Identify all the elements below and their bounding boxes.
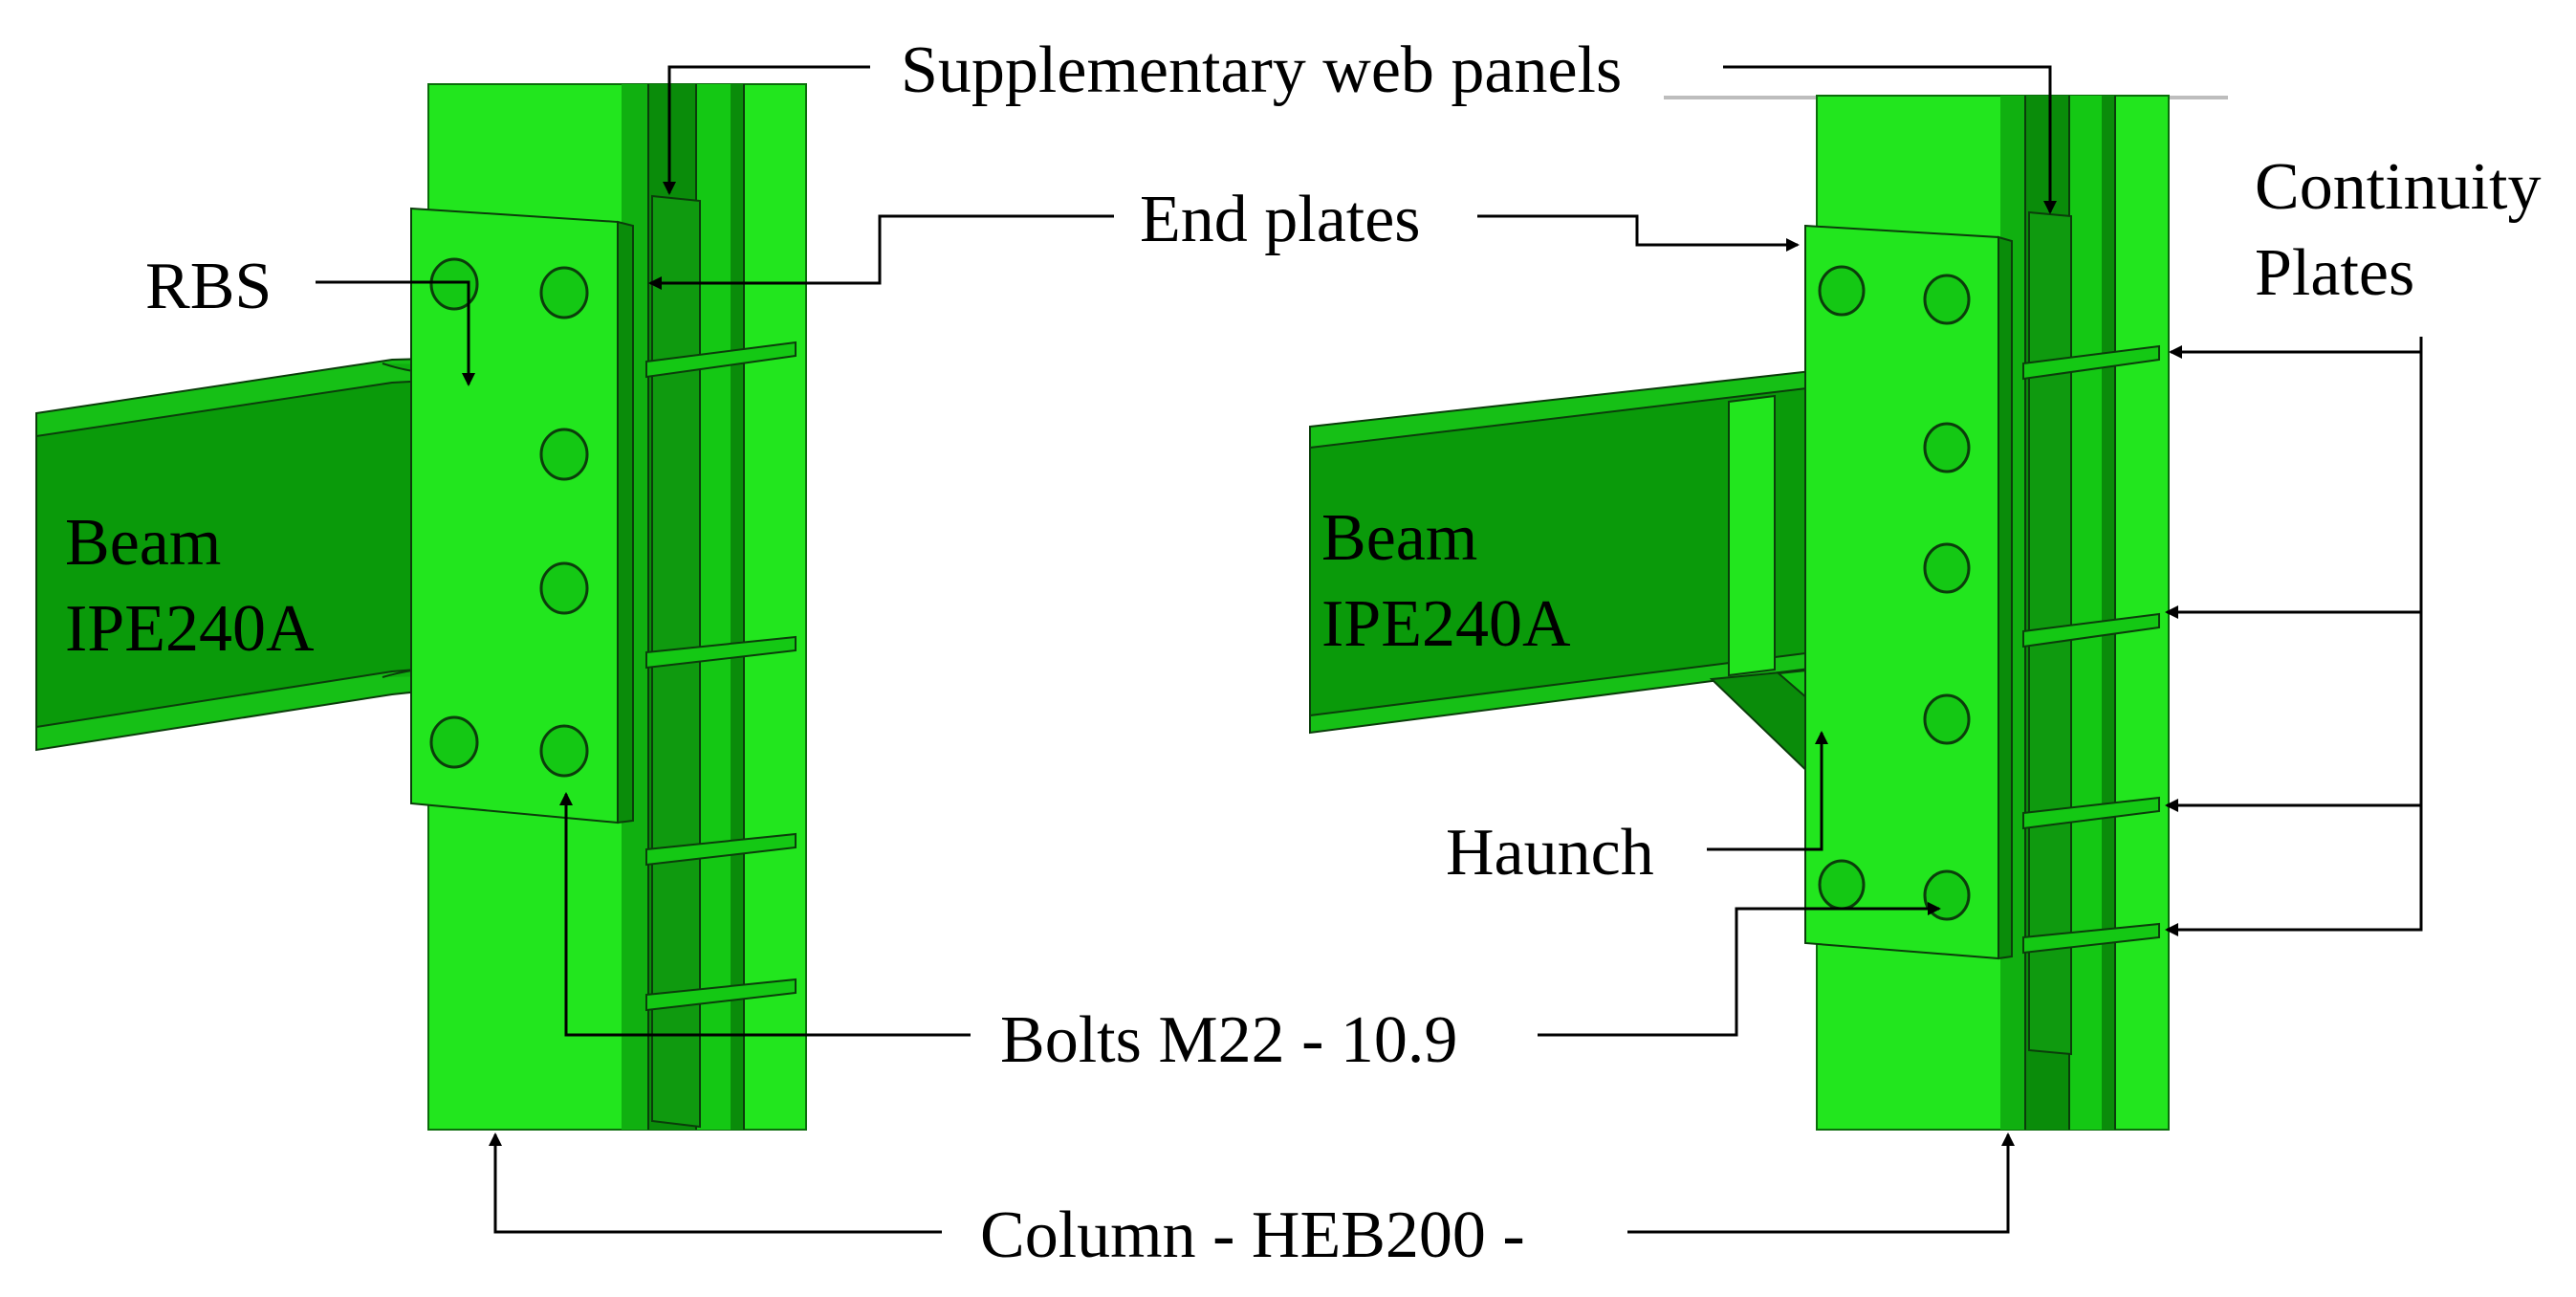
leader-lines [316, 65, 2423, 1234]
bolt-icon [539, 561, 589, 615]
bolt-icon [539, 266, 589, 319]
left-bolts [429, 257, 589, 778]
bolt-icon [429, 715, 479, 769]
bolt-icon [1923, 542, 1971, 594]
leader-bolts-left [559, 792, 971, 1037]
left-continuity-plates [645, 341, 797, 1012]
label-end-plates: End plates [1140, 183, 1421, 256]
bolt-icon [429, 257, 479, 311]
label-column: Column - HEB200 - [980, 1198, 1525, 1272]
leader-column-right [1627, 1132, 2015, 1234]
label-beam-left-section: IPE240A [65, 592, 315, 666]
left-rbs-connection [35, 83, 807, 1131]
right-continuity-plates [2022, 344, 2160, 955]
leader-continuity-4 [2165, 805, 2423, 936]
bolt-icon [539, 428, 589, 481]
leader-end-plates-right [1477, 214, 1800, 252]
bolt-icon [1818, 859, 1866, 911]
label-beam-left: Beam [65, 506, 221, 580]
leader-column-left [489, 1132, 942, 1234]
bolt-icon [1923, 869, 1971, 921]
label-plates: Plates [2255, 236, 2414, 310]
bolt-icon [1923, 274, 1971, 325]
right-haunch-connection [1309, 95, 2228, 1131]
label-supplementary-web-panels: Supplementary web panels [901, 33, 1622, 107]
bolt-icon [1818, 265, 1866, 317]
label-haunch: Haunch [1446, 816, 1654, 890]
bolt-icon [1923, 422, 1971, 473]
label-bolts: Bolts M22 - 10.9 [1000, 1003, 1457, 1077]
leader-rbs [316, 280, 475, 386]
label-rbs: RBS [145, 250, 272, 323]
leader-supplementary-right [1723, 65, 2057, 214]
leader-bolts-right [1538, 902, 1941, 1037]
right-beam [1309, 354, 1952, 735]
leader-supplementary-left [663, 65, 870, 195]
bolt-icon [1923, 693, 1971, 745]
label-beam-right-section: IPE240A [1321, 587, 1571, 661]
right-end-plate [1804, 224, 2013, 960]
label-beam-right: Beam [1321, 501, 1477, 575]
label-continuity: Continuity [2255, 150, 2541, 224]
left-end-plate [410, 207, 634, 824]
leader-end-plates-left [648, 214, 1114, 290]
bolt-icon [539, 724, 589, 778]
labels: Supplementary web panels End plates Cont… [65, 33, 2541, 1272]
leader-haunch [1707, 731, 1828, 851]
